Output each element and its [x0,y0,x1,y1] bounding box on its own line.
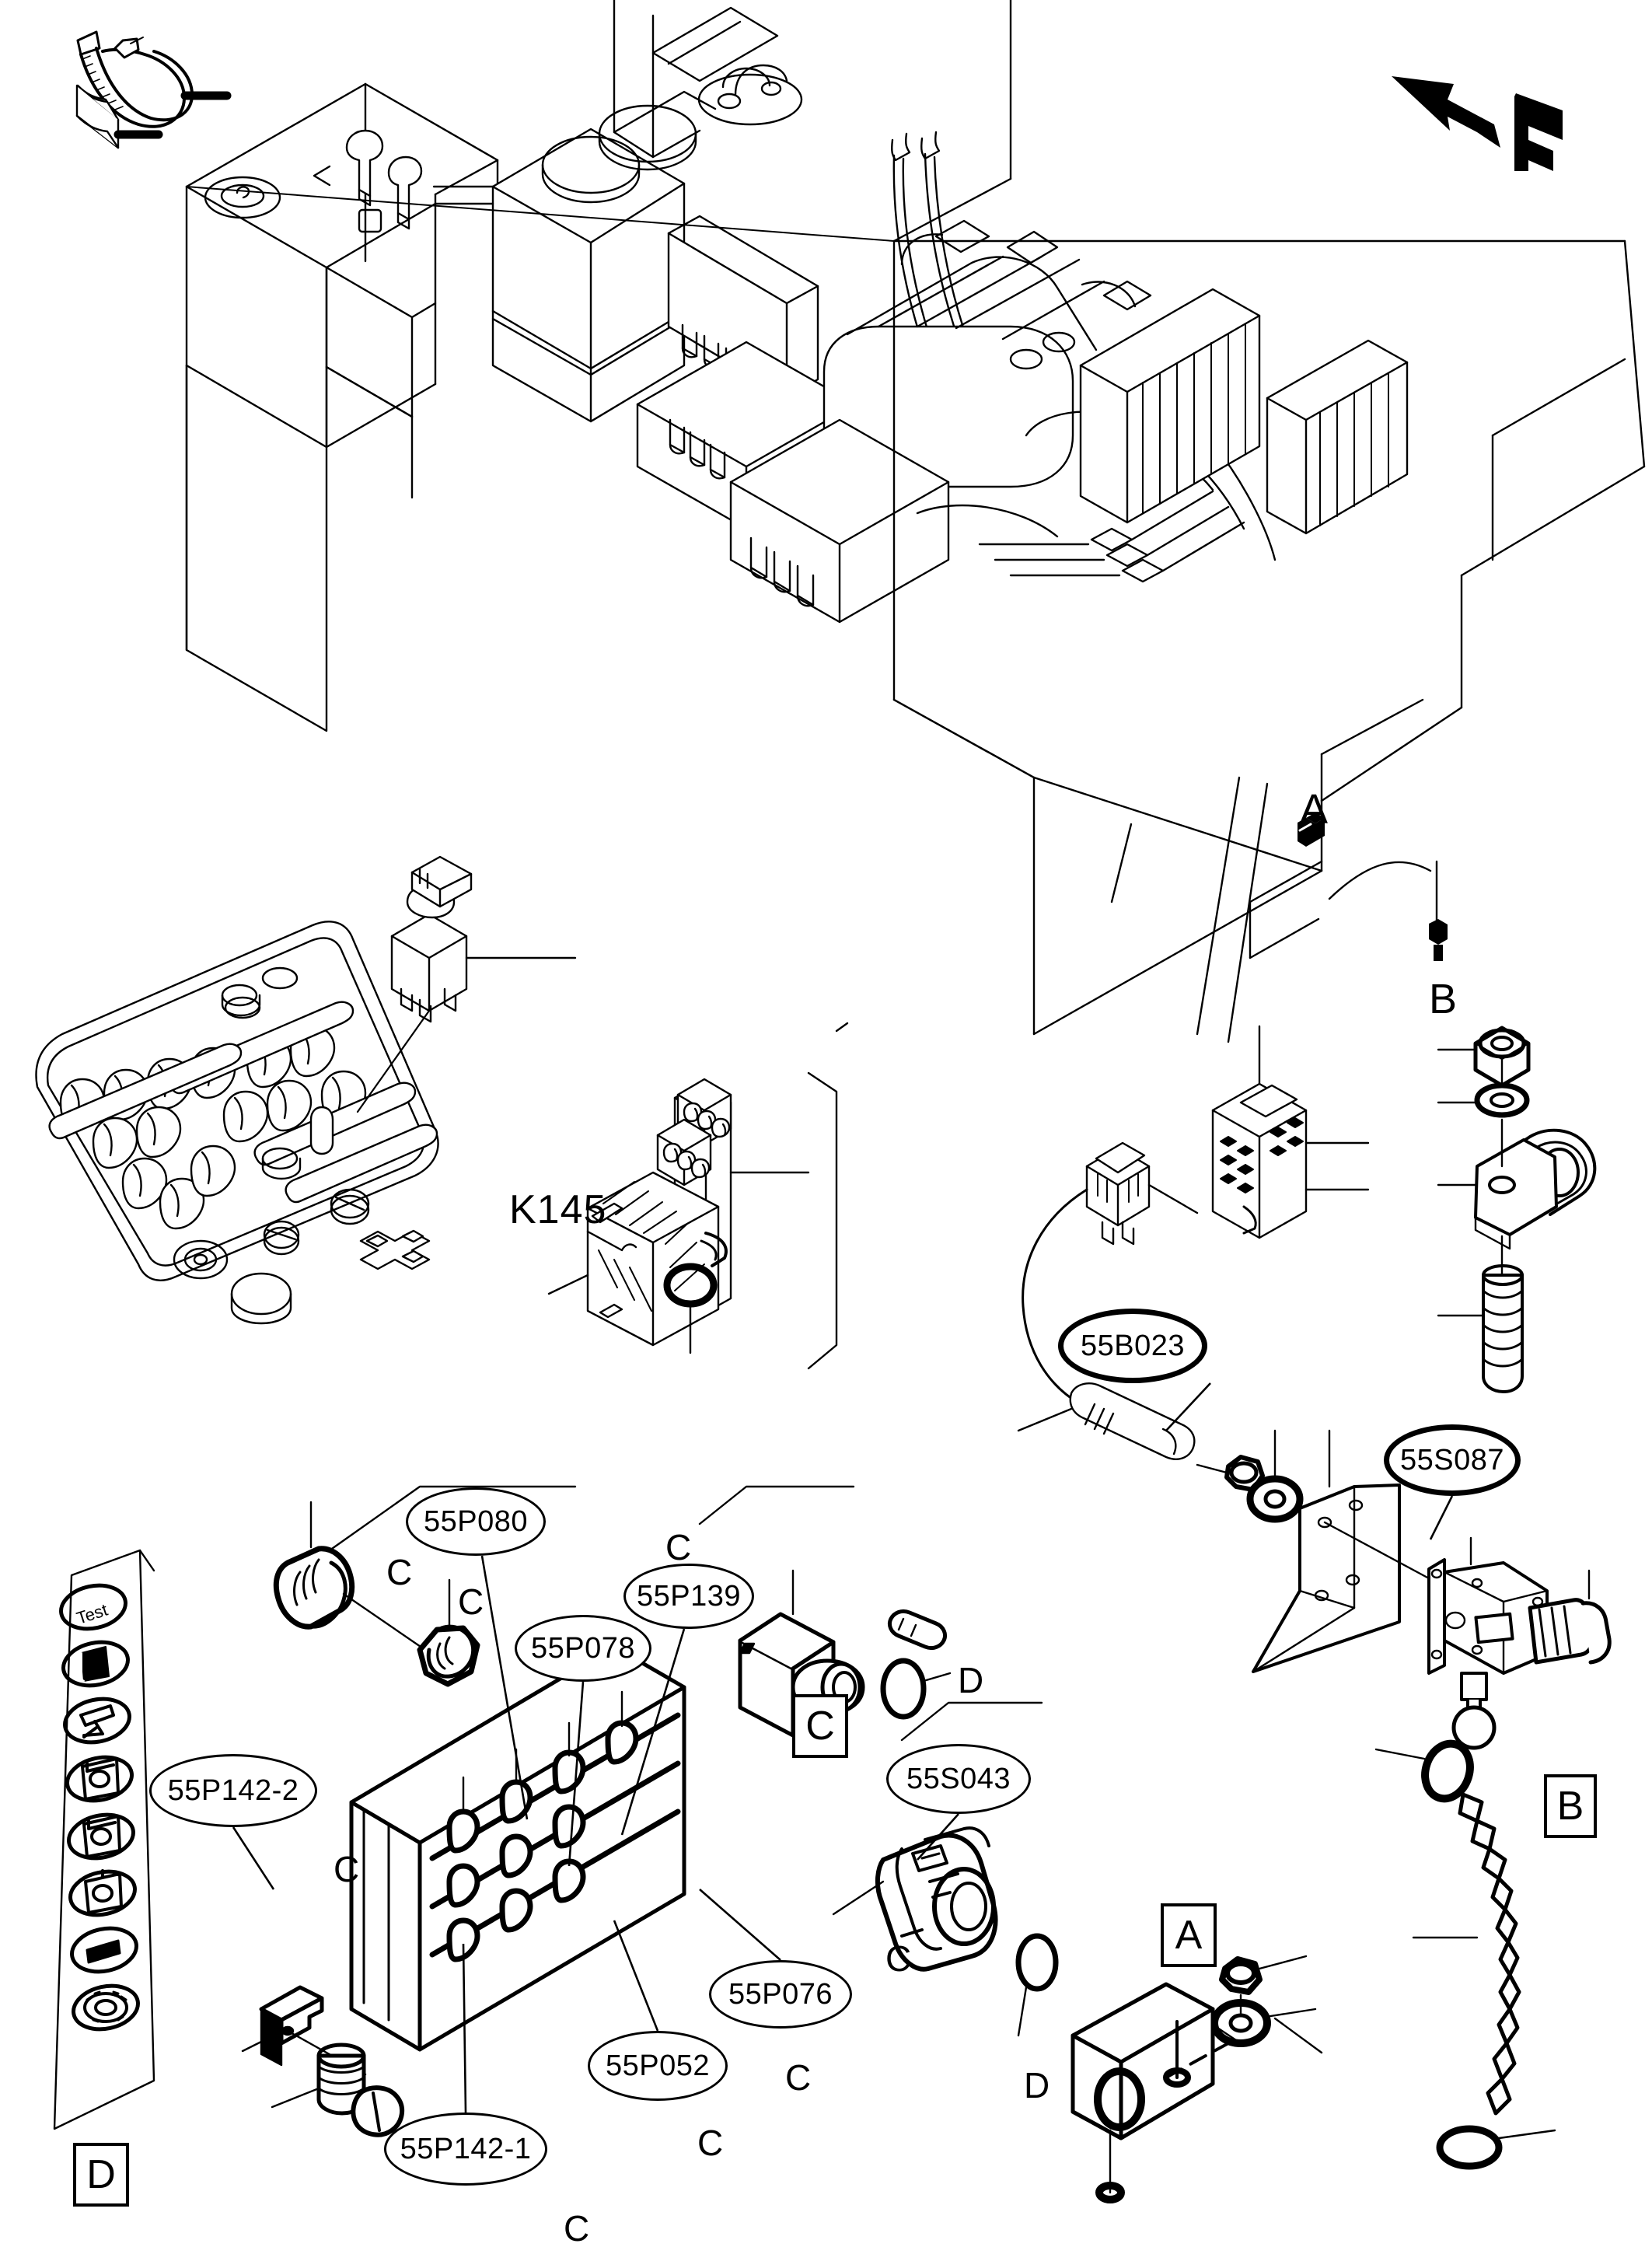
direction-letter-f [1514,93,1563,171]
temperature-sender-55b023 [1017,1141,1199,1460]
bracket-switch-chain-assembly [1196,1429,1612,2170]
base-plate-hardware [1070,1955,1317,2203]
callout-55b023[interactable]: 55B023 [1058,1309,1207,1383]
c-mark-5: C [885,1938,912,1979]
operator-indicator-panel [53,1549,155,2130]
connector-housing-block [349,1644,686,2052]
battery-charge-icon-1 [81,1757,120,1801]
front-direction-arrow [1392,76,1563,171]
c-mark-1: C [386,1552,413,1592]
c-mark-7: C [697,2123,724,2163]
battery-charge-icon-2 [82,1815,121,1858]
protective-sleeve-icon [75,84,163,149]
clamp-hardware-stack [1437,1026,1597,1393]
callout-55s043[interactable]: 55S043 [886,1744,1031,1814]
callout-55p076[interactable]: 55P076 [709,1960,852,2029]
c-mark-3: C [665,1527,692,1567]
callout-55p080[interactable]: 55P080 [406,1487,546,1556]
k145-relay-module [547,1022,849,1370]
wrench-service-icon [79,1704,115,1739]
relay-module-code: K145 [509,1187,607,1232]
grommet-and-locknut [273,1501,480,1687]
bracket-and-screw [241,1985,405,2137]
callout-55p142-1[interactable]: 55P142-1 [384,2112,547,2186]
alternator-icon [83,1990,128,2023]
solenoid-valve-body [738,1569,952,1738]
glow-plug-icon [84,1869,123,1914]
section-box-c[interactable]: C [792,1694,848,1758]
d-mark-1: D [958,1660,984,1700]
section-box-d[interactable]: D [73,2143,129,2207]
callout-55p052[interactable]: 55P052 [588,2031,728,2101]
callout-55p139[interactable]: 55P139 [623,1564,754,1629]
c-mark-2: C [458,1581,484,1622]
fan-belt-icon [86,1939,121,1964]
c-mark-6: C [785,2057,812,2098]
location-mark-a: A [1300,786,1329,833]
section-box-b[interactable]: B [1544,1774,1597,1838]
c-mark-8: C [564,2208,590,2249]
c-mark-4: C [334,1849,360,1889]
location-mark-b: B [1429,976,1458,1022]
callout-55s087[interactable]: 55S087 [1384,1424,1521,1496]
panel-relay [356,855,577,1113]
filter-indicator-icon [81,1646,110,1682]
callout-55p142-2[interactable]: 55P142-2 [149,1754,317,1827]
terminal-board [1211,1025,1370,1239]
pressure-switch-55s043 [832,1826,1059,2037]
fuse-relay-panel [35,921,439,1325]
engine-compartment-outline [185,0,1646,1043]
callout-55p078[interactable]: 55P078 [515,1615,651,1682]
d-mark-2: D [1024,2065,1050,2105]
section-box-a[interactable]: A [1161,1903,1217,1967]
